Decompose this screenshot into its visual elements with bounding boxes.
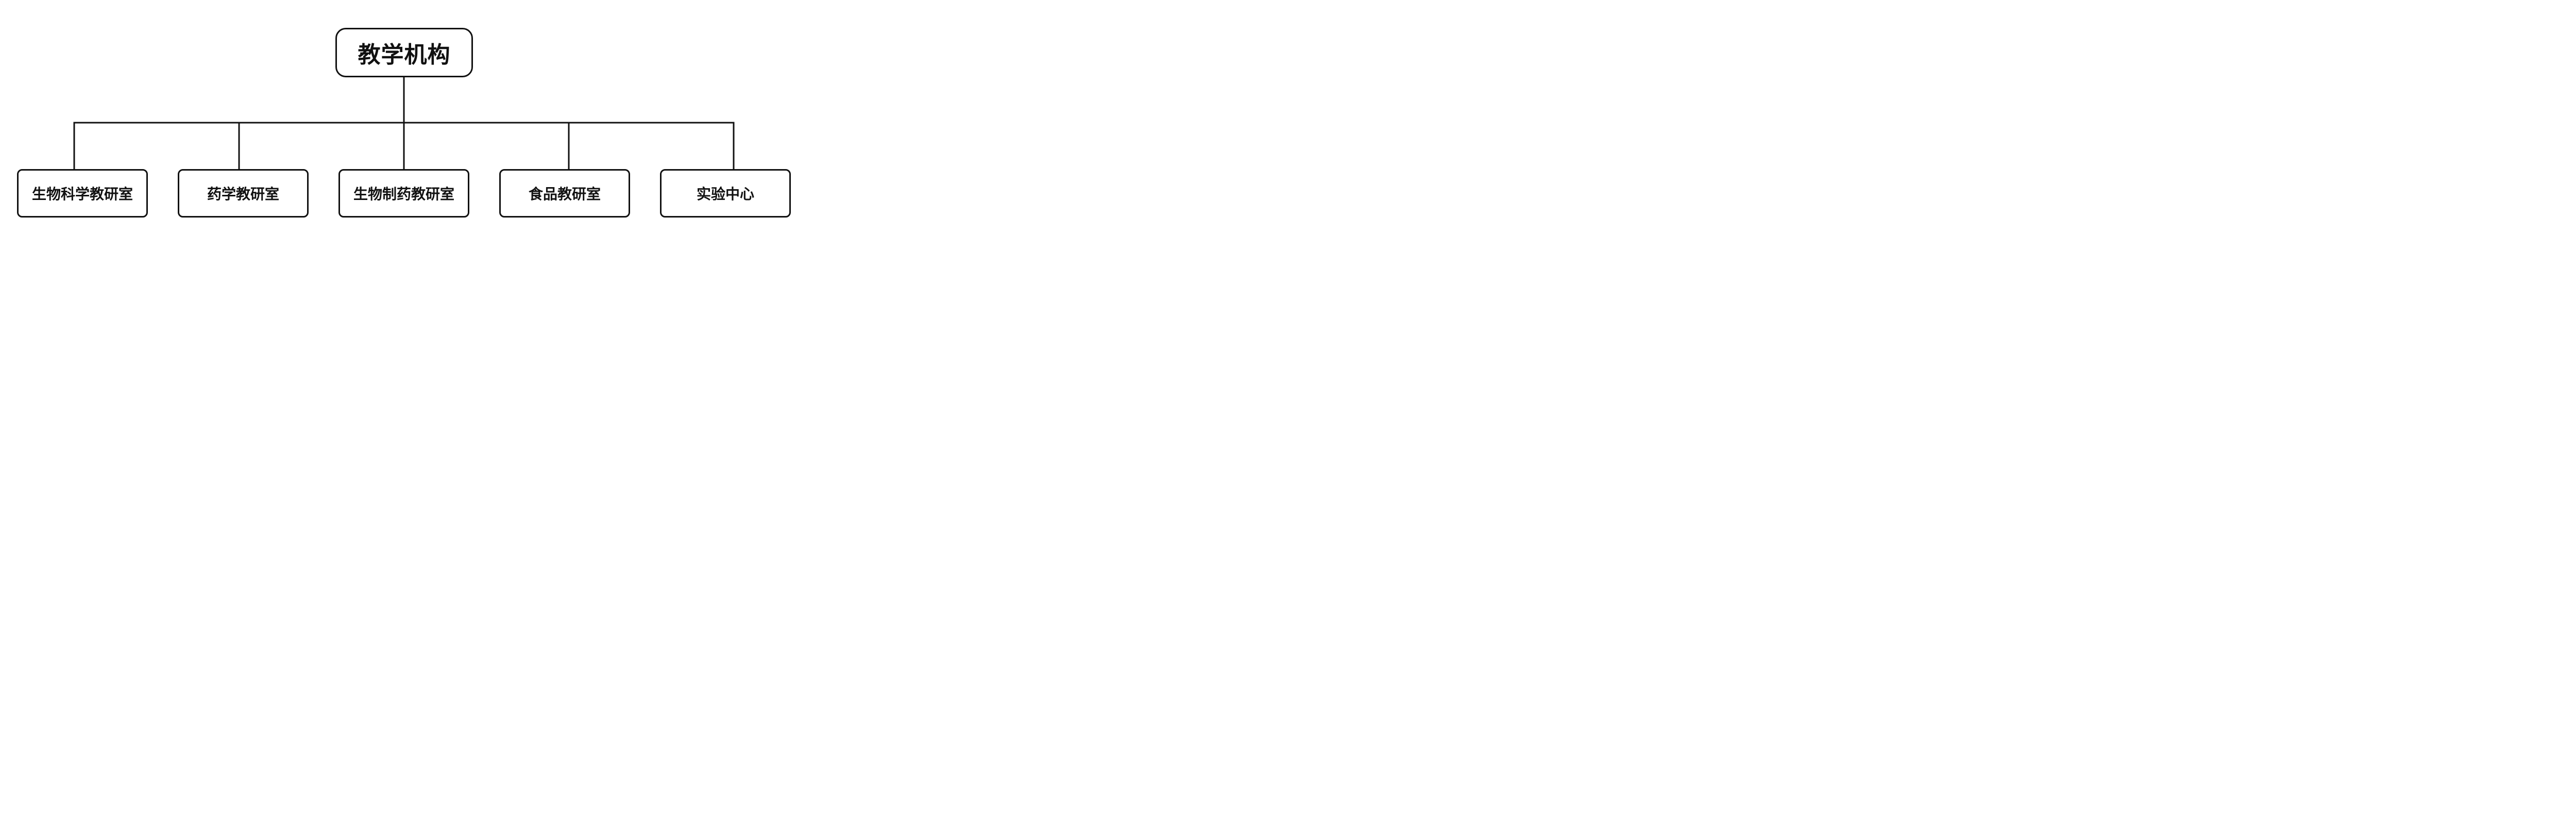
child-node-label: 实验中心: [696, 186, 754, 203]
child-node-label: 药学教研室: [207, 186, 279, 203]
org-chart: 教学机构 生物科学教研室 药学教研室 生物制药教研室 食品教研室 实验中心: [0, 0, 808, 245]
root-node-label: 教学机构: [358, 42, 451, 68]
child-node-pharmacy: 药学教研室: [178, 169, 309, 218]
child-node-biology-science: 生物科学教研室: [17, 169, 148, 218]
child-node-biopharmaceutics: 生物制药教研室: [338, 169, 469, 218]
child-node-food: 食品教研室: [499, 169, 630, 218]
child-node-label: 食品教研室: [528, 186, 601, 203]
root-node: 教学机构: [335, 28, 473, 77]
child-node-lab-center: 实验中心: [660, 169, 791, 218]
connector-lines: [73, 76, 735, 170]
child-node-label: 生物制药教研室: [353, 186, 454, 203]
child-node-label: 生物科学教研室: [31, 186, 133, 203]
